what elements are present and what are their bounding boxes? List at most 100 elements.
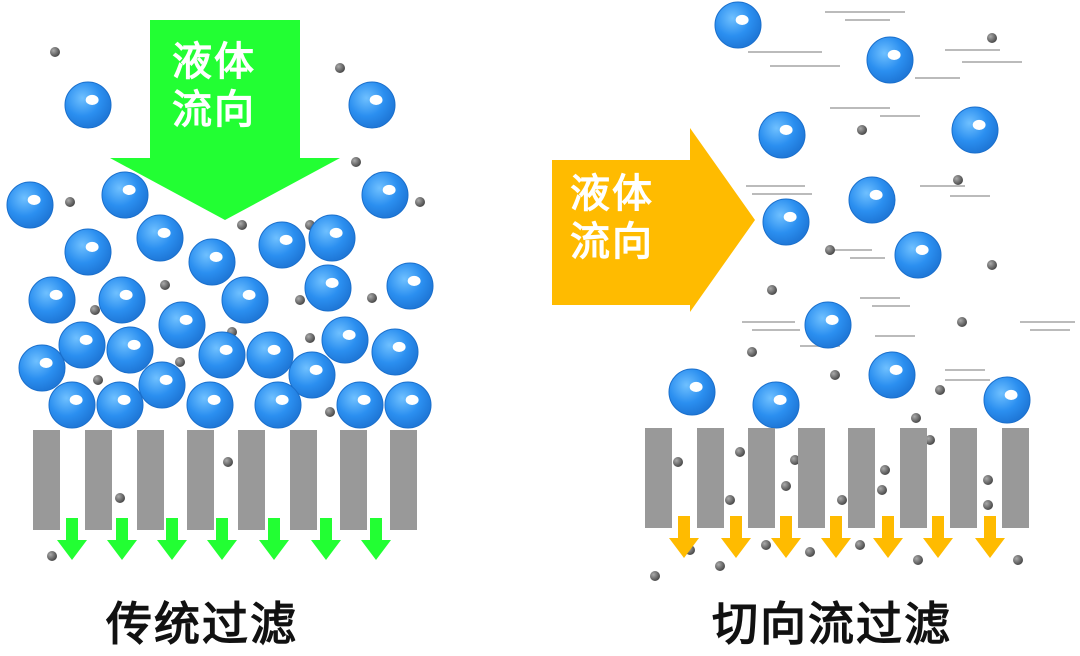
small-particle	[767, 285, 777, 295]
large-particle	[246, 331, 294, 379]
filtrate-arrow	[923, 516, 953, 558]
large-particle	[321, 316, 369, 364]
small-particle	[747, 347, 757, 357]
filtrate-arrow	[207, 518, 237, 560]
small-particle	[325, 407, 335, 417]
membrane-bar	[950, 428, 977, 528]
small-particle	[983, 500, 993, 510]
large-particle	[866, 36, 914, 84]
small-particle	[673, 457, 683, 467]
large-particle	[951, 106, 999, 154]
right-flow-label-line2: 流向	[570, 219, 654, 265]
small-particle	[761, 540, 771, 550]
small-particle	[90, 305, 100, 315]
large-particle	[762, 198, 810, 246]
large-particle	[254, 381, 302, 429]
large-particle	[6, 181, 54, 229]
filtrate-arrow	[873, 516, 903, 558]
membrane-bar	[900, 428, 927, 528]
left-caption: 传统过滤	[106, 597, 298, 651]
small-particle	[825, 245, 835, 255]
large-particle	[64, 228, 112, 276]
large-particle	[58, 321, 106, 369]
large-particle	[752, 381, 800, 429]
large-particle	[48, 381, 96, 429]
large-particle	[983, 376, 1031, 424]
small-particle	[735, 447, 745, 457]
large-particle	[138, 361, 186, 409]
large-particle	[804, 301, 852, 349]
left-flow-label: 液体 流向	[172, 38, 256, 134]
left-liquid-flow-arrow-down	[110, 20, 340, 220]
left-filtrate-arrows	[57, 518, 391, 560]
membrane-bar	[340, 430, 367, 530]
small-particle	[223, 457, 233, 467]
membrane-bar	[798, 428, 825, 528]
large-particle	[258, 221, 306, 269]
small-particle	[175, 357, 185, 367]
membrane-bar	[390, 430, 417, 530]
small-particle	[115, 493, 125, 503]
right-flow-label: 液体 流向	[570, 170, 654, 266]
membrane-bar	[848, 428, 875, 528]
right-panel-tangential-flow-filtration	[552, 1, 1075, 581]
membrane-bar	[645, 428, 672, 528]
small-particle	[650, 571, 660, 581]
small-particle	[351, 157, 361, 167]
large-particle	[188, 238, 236, 286]
large-particle	[894, 231, 942, 279]
small-particle	[1013, 555, 1023, 565]
large-particle	[348, 81, 396, 129]
small-particle	[987, 260, 997, 270]
right-liquid-flow-arrow-right	[552, 128, 755, 312]
large-particle	[288, 351, 336, 399]
small-particle	[805, 547, 815, 557]
small-particle	[93, 375, 103, 385]
small-particle	[957, 317, 967, 327]
large-particle	[848, 176, 896, 224]
small-particle	[237, 220, 247, 230]
filtrate-arrow	[771, 516, 801, 558]
filtrate-arrow	[721, 516, 751, 558]
membrane-bar	[1002, 428, 1029, 528]
large-particle	[186, 381, 234, 429]
filtrate-arrow	[669, 516, 699, 558]
small-particle	[855, 540, 865, 550]
membrane-bar	[137, 430, 164, 530]
small-particle	[880, 465, 890, 475]
small-particle	[295, 295, 305, 305]
small-particle	[367, 293, 377, 303]
small-particle	[925, 435, 935, 445]
right-flow-label-line1: 液体	[570, 171, 654, 217]
large-particle	[198, 331, 246, 379]
small-particle	[983, 475, 993, 485]
left-flow-label-line2: 流向	[172, 87, 256, 133]
large-particle	[336, 381, 384, 429]
membrane-bar	[85, 430, 112, 530]
small-particle	[160, 280, 170, 290]
large-particle	[158, 301, 206, 349]
filtrate-arrow	[311, 518, 341, 560]
large-particle	[98, 276, 146, 324]
large-particle	[101, 171, 149, 219]
large-particle	[386, 262, 434, 310]
small-particle	[837, 495, 847, 505]
membrane-bar	[290, 430, 317, 530]
small-particle	[830, 370, 840, 380]
small-particle	[857, 125, 867, 135]
large-particle	[64, 81, 112, 129]
small-particle	[305, 333, 315, 343]
membrane-bar	[33, 430, 60, 530]
left-large-particles	[6, 81, 434, 429]
small-particle	[911, 413, 921, 423]
left-panel-traditional-filtration	[6, 20, 434, 561]
large-particle	[96, 381, 144, 429]
small-particle	[335, 63, 345, 73]
large-particle	[136, 214, 184, 262]
large-particle	[714, 1, 762, 49]
small-particle	[913, 555, 923, 565]
large-particle	[371, 328, 419, 376]
small-particle	[987, 33, 997, 43]
membrane-bar	[187, 430, 214, 530]
